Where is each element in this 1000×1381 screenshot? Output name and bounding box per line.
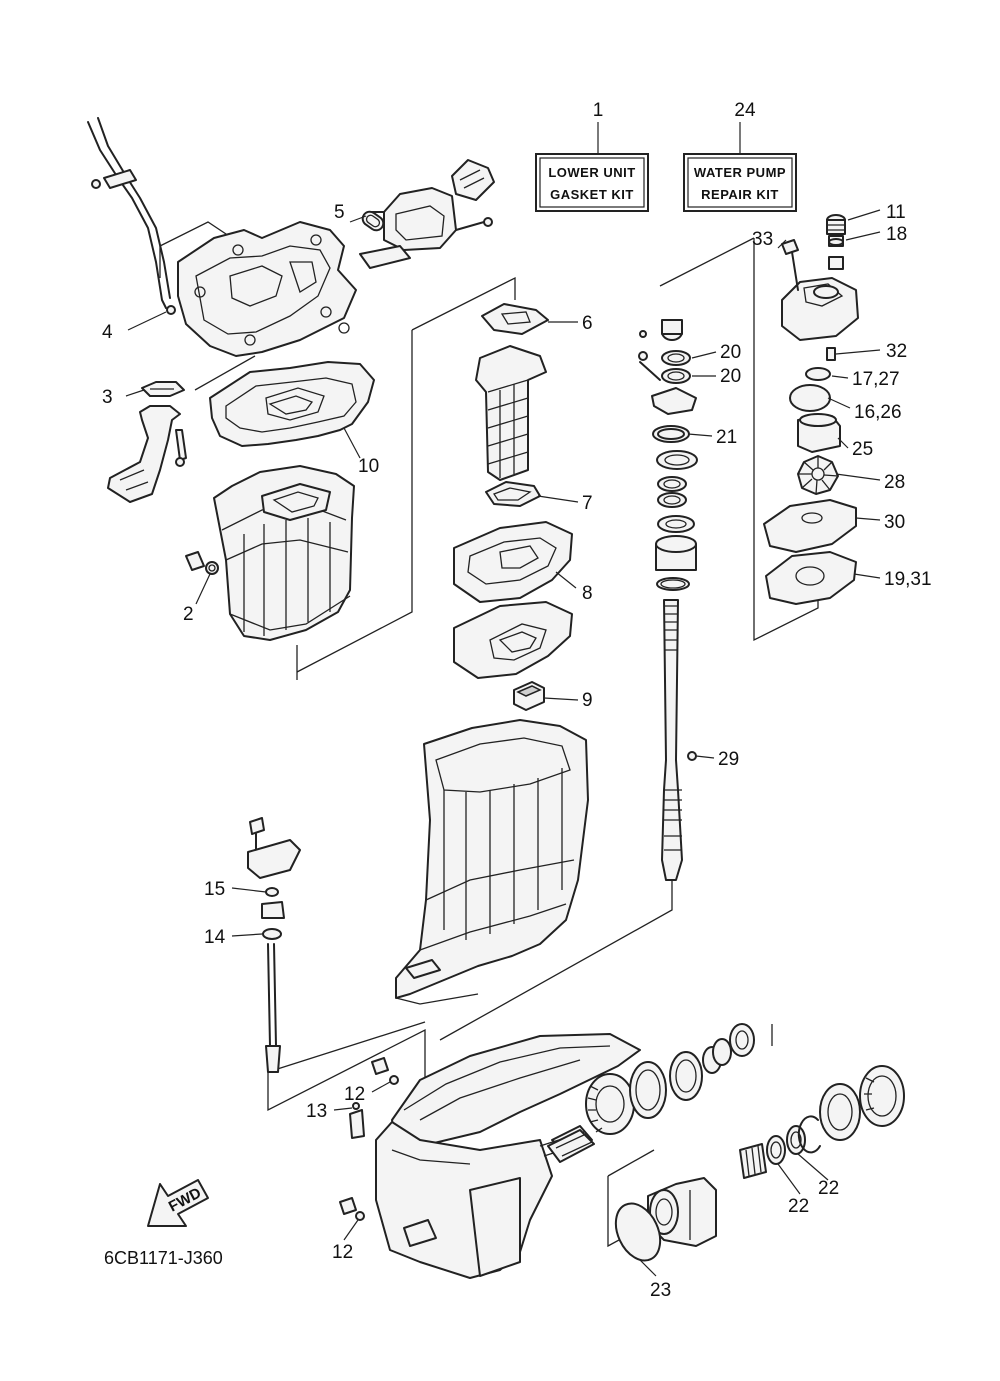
exhaust-manifold-cover bbox=[359, 159, 495, 269]
kit-box-water-pump-repair: WATER PUMP REPAIR KIT 24 bbox=[683, 100, 797, 212]
part-33-bolt bbox=[781, 239, 799, 291]
part-29-pin bbox=[687, 751, 697, 761]
exhaust-guide-plate bbox=[177, 221, 357, 357]
part-18-insert-lower bbox=[828, 256, 844, 270]
part-3-gasket-and-strainer bbox=[107, 381, 187, 503]
driveshaft-housing bbox=[395, 719, 589, 1005]
callout-29: 29 bbox=[718, 749, 739, 770]
part-17-o-ring bbox=[805, 367, 831, 381]
driveshaft bbox=[661, 599, 683, 881]
callout-12b: 12 bbox=[332, 1242, 353, 1263]
part-7-seal bbox=[485, 481, 541, 507]
shift-rod-assembly bbox=[247, 817, 301, 1073]
callout-20b: 20 bbox=[720, 366, 741, 387]
callout-14: 14 bbox=[204, 927, 226, 948]
callout-8: 8 bbox=[582, 583, 593, 604]
callout-9: 9 bbox=[582, 690, 593, 711]
callout-7: 7 bbox=[582, 493, 593, 514]
callout-1: 1 bbox=[593, 100, 604, 121]
fwd-direction-arrow: FWD bbox=[147, 1179, 209, 1227]
callout-21: 21 bbox=[716, 427, 737, 448]
part-18-insert bbox=[828, 235, 844, 247]
dipstick-tube bbox=[87, 117, 171, 309]
callout-2: 2 bbox=[183, 604, 194, 625]
callout-25: 25 bbox=[852, 439, 873, 460]
callout-numbers: 11 33 18 5 6 4 32 20 20 17,27 3 16,26 21… bbox=[102, 202, 932, 1301]
part-25-cartridge bbox=[797, 413, 841, 453]
callout-20a: 20 bbox=[720, 342, 741, 363]
callout-28: 28 bbox=[884, 472, 905, 493]
callout-11: 11 bbox=[886, 202, 906, 223]
callout-30: 30 bbox=[884, 512, 905, 533]
part-6-gasket bbox=[481, 303, 549, 335]
callout-16-26: 16,26 bbox=[854, 402, 902, 423]
upper-casing-oil-pan bbox=[213, 465, 355, 641]
callout-6: 6 bbox=[582, 313, 593, 334]
part-22-oil-seals bbox=[766, 1125, 806, 1165]
part-11-grommet bbox=[826, 214, 846, 235]
part-5-gasket bbox=[361, 210, 385, 232]
taper-bearing-outer bbox=[629, 1061, 667, 1119]
bearing-ring bbox=[669, 1051, 703, 1101]
propeller-shaft bbox=[547, 1129, 595, 1163]
exhaust-tube bbox=[475, 345, 547, 481]
drawing-code: 6CB1171-J360 bbox=[104, 1248, 223, 1268]
callout-32: 32 bbox=[886, 341, 907, 362]
part-19-gasket bbox=[765, 551, 857, 605]
callout-24: 24 bbox=[734, 100, 756, 121]
needle-bearing bbox=[739, 1143, 767, 1179]
callout-33: 33 bbox=[752, 229, 773, 250]
part-32-dowel bbox=[826, 347, 836, 361]
callout-22b: 22 bbox=[818, 1178, 839, 1199]
callout-4: 4 bbox=[102, 322, 113, 343]
part-9-damper bbox=[513, 681, 545, 711]
exhaust-plate bbox=[453, 601, 573, 679]
callout-5: 5 bbox=[334, 202, 345, 223]
part-28-impeller bbox=[797, 455, 839, 495]
kit-1-line1: LOWER UNIT bbox=[548, 165, 635, 180]
part-4-o-ring-small bbox=[166, 305, 176, 315]
callout-12a: 12 bbox=[344, 1084, 365, 1105]
thrust-washer bbox=[819, 1083, 861, 1141]
callout-3: 3 bbox=[102, 387, 113, 408]
callout-23: 23 bbox=[650, 1280, 671, 1301]
kit-1-line2: GASKET KIT bbox=[550, 187, 634, 202]
water-pump-housing bbox=[781, 277, 859, 341]
forward-gear bbox=[585, 1073, 635, 1135]
kit-24-line1: WATER PUMP bbox=[694, 165, 786, 180]
callout-13: 13 bbox=[306, 1101, 327, 1122]
part-23-o-ring bbox=[614, 1202, 662, 1262]
bearing-housing bbox=[647, 1177, 717, 1247]
callout-10: 10 bbox=[358, 456, 379, 477]
part-16-o-ring bbox=[789, 384, 831, 412]
kit-24-line2: REPAIR KIT bbox=[701, 187, 779, 202]
part-8-gasket bbox=[453, 521, 573, 603]
callout-18: 18 bbox=[886, 224, 907, 245]
gearcase bbox=[375, 1033, 641, 1279]
part-30-plate bbox=[763, 499, 857, 553]
reverse-gear bbox=[859, 1065, 905, 1127]
callout-15: 15 bbox=[204, 879, 225, 900]
part-2-drain-plug bbox=[185, 551, 219, 575]
driveshaft-bearings-stack bbox=[638, 319, 698, 591]
callout-leaders bbox=[125, 209, 881, 1277]
kit-box-lower-unit-gasket: LOWER UNIT GASKET KIT 1 bbox=[535, 100, 649, 212]
callout-19-31: 19,31 bbox=[884, 569, 932, 590]
callout-17-27: 17,27 bbox=[852, 369, 900, 390]
shim-rings bbox=[702, 1023, 755, 1074]
part-10-gasket bbox=[209, 361, 375, 447]
part-12-13-fittings bbox=[339, 1057, 399, 1221]
callout-22a: 22 bbox=[788, 1196, 809, 1217]
circlip bbox=[797, 1115, 821, 1154]
